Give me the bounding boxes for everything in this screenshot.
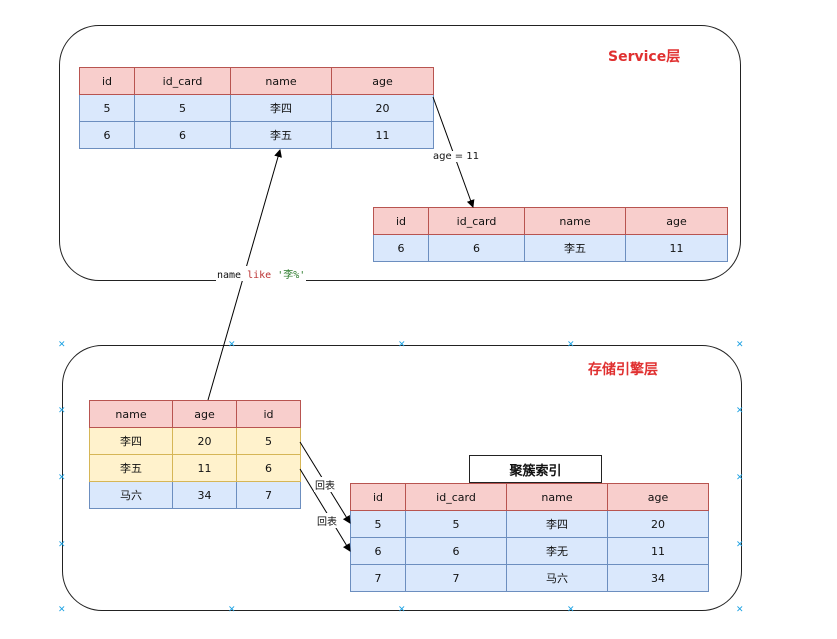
table-cell: 5 [79,94,135,122]
table-row: 李五 11 6 [89,454,301,482]
lookup-arrow-2 [299,468,351,552]
table-cell: 34 [607,564,709,592]
header-cell: id [350,483,406,511]
table-cell: 11 [331,121,434,149]
table-row: 6 6 李五 11 [373,234,728,262]
table-cell: 6 [134,121,231,149]
table-header-row: name age id [89,400,301,428]
selection-marker: ✕ [567,605,575,615]
header-cell: id [236,400,301,428]
selection-marker: ✕ [736,540,744,550]
selection-marker: ✕ [736,340,744,350]
table-row: 马六 34 7 [89,481,301,509]
table-cell: 20 [331,94,434,122]
header-cell: name [89,400,173,428]
table-cell: 11 [607,537,709,565]
table-cell: 李五 [230,121,332,149]
filter-label: age = 11 [432,151,481,162]
table-cell: 6 [428,234,525,262]
table-cell: 6 [373,234,429,262]
table-cell: 5 [405,510,507,538]
header-cell: name [230,67,332,95]
selection-marker: ✕ [736,406,744,416]
table-cell: 34 [172,481,237,509]
header-cell: age [172,400,237,428]
service-layer-title: Service层 [608,49,681,65]
lookup-label-2: 回表 [316,513,338,528]
query-keyword: like [247,270,272,281]
selection-marker: ✕ [58,540,66,550]
table-cell: 李五 [89,454,173,482]
table-cell: 7 [405,564,507,592]
table-cell: 11 [625,234,728,262]
header-cell: id_card [405,483,507,511]
table-cell: 7 [236,481,301,509]
table-cell: 6 [79,121,135,149]
table-cell: 马六 [89,481,173,509]
selection-marker: ✕ [736,473,744,483]
header-cell: age [607,483,709,511]
selection-marker: ✕ [398,340,406,350]
clustered-index-title: 聚簇索引 [469,455,602,483]
table-cell: 马六 [506,564,608,592]
table-row: 7 7 马六 34 [350,564,709,592]
selection-marker: ✕ [228,340,236,350]
service-filtered-table: id id_card name age 6 6 李五 11 [373,207,728,262]
table-header-row: id id_card name age [373,207,728,235]
table-header-row: id id_card name age [79,67,434,95]
header-cell: age [625,207,728,235]
table-row: 李四 20 5 [89,427,301,455]
clustered-index-table: id id_card name age 5 5 李四 20 6 6 李无 11 … [350,483,709,592]
table-cell: 李四 [506,510,608,538]
table-cell: 7 [350,564,406,592]
table-row: 6 6 李五 11 [79,121,434,149]
table-cell: 李四 [230,94,332,122]
query-label: name like '李%' [216,266,307,281]
selection-marker: ✕ [398,605,406,615]
table-cell: 11 [172,454,237,482]
table-cell: 20 [172,427,237,455]
selection-marker: ✕ [228,605,236,615]
header-cell: name [524,207,626,235]
lookup-label-1: 回表 [314,477,336,492]
selection-marker: ✕ [58,340,66,350]
secondary-index-table: name age id 李四 20 5 李五 11 6 马六 34 7 [89,400,301,509]
header-cell: age [331,67,434,95]
header-cell: id [79,67,135,95]
header-cell: id [373,207,429,235]
selection-marker: ✕ [58,473,66,483]
table-row: 5 5 李四 20 [79,94,434,122]
selection-marker: ✕ [58,605,66,615]
query-pattern: '李%' [277,270,306,281]
service-result-table: id id_card name age 5 5 李四 20 6 6 李五 11 [79,67,434,149]
header-cell: id_card [428,207,525,235]
table-cell: 5 [236,427,301,455]
table-cell: 5 [350,510,406,538]
storage-layer-title: 存储引擎层 [588,362,658,378]
selection-marker: ✕ [736,605,744,615]
table-cell: 6 [236,454,301,482]
table-cell: 李四 [89,427,173,455]
table-cell: 李无 [506,537,608,565]
selection-marker: ✕ [58,406,66,416]
table-cell: 李五 [524,234,626,262]
query-field: name [217,270,242,281]
selection-marker: ✕ [567,340,575,350]
